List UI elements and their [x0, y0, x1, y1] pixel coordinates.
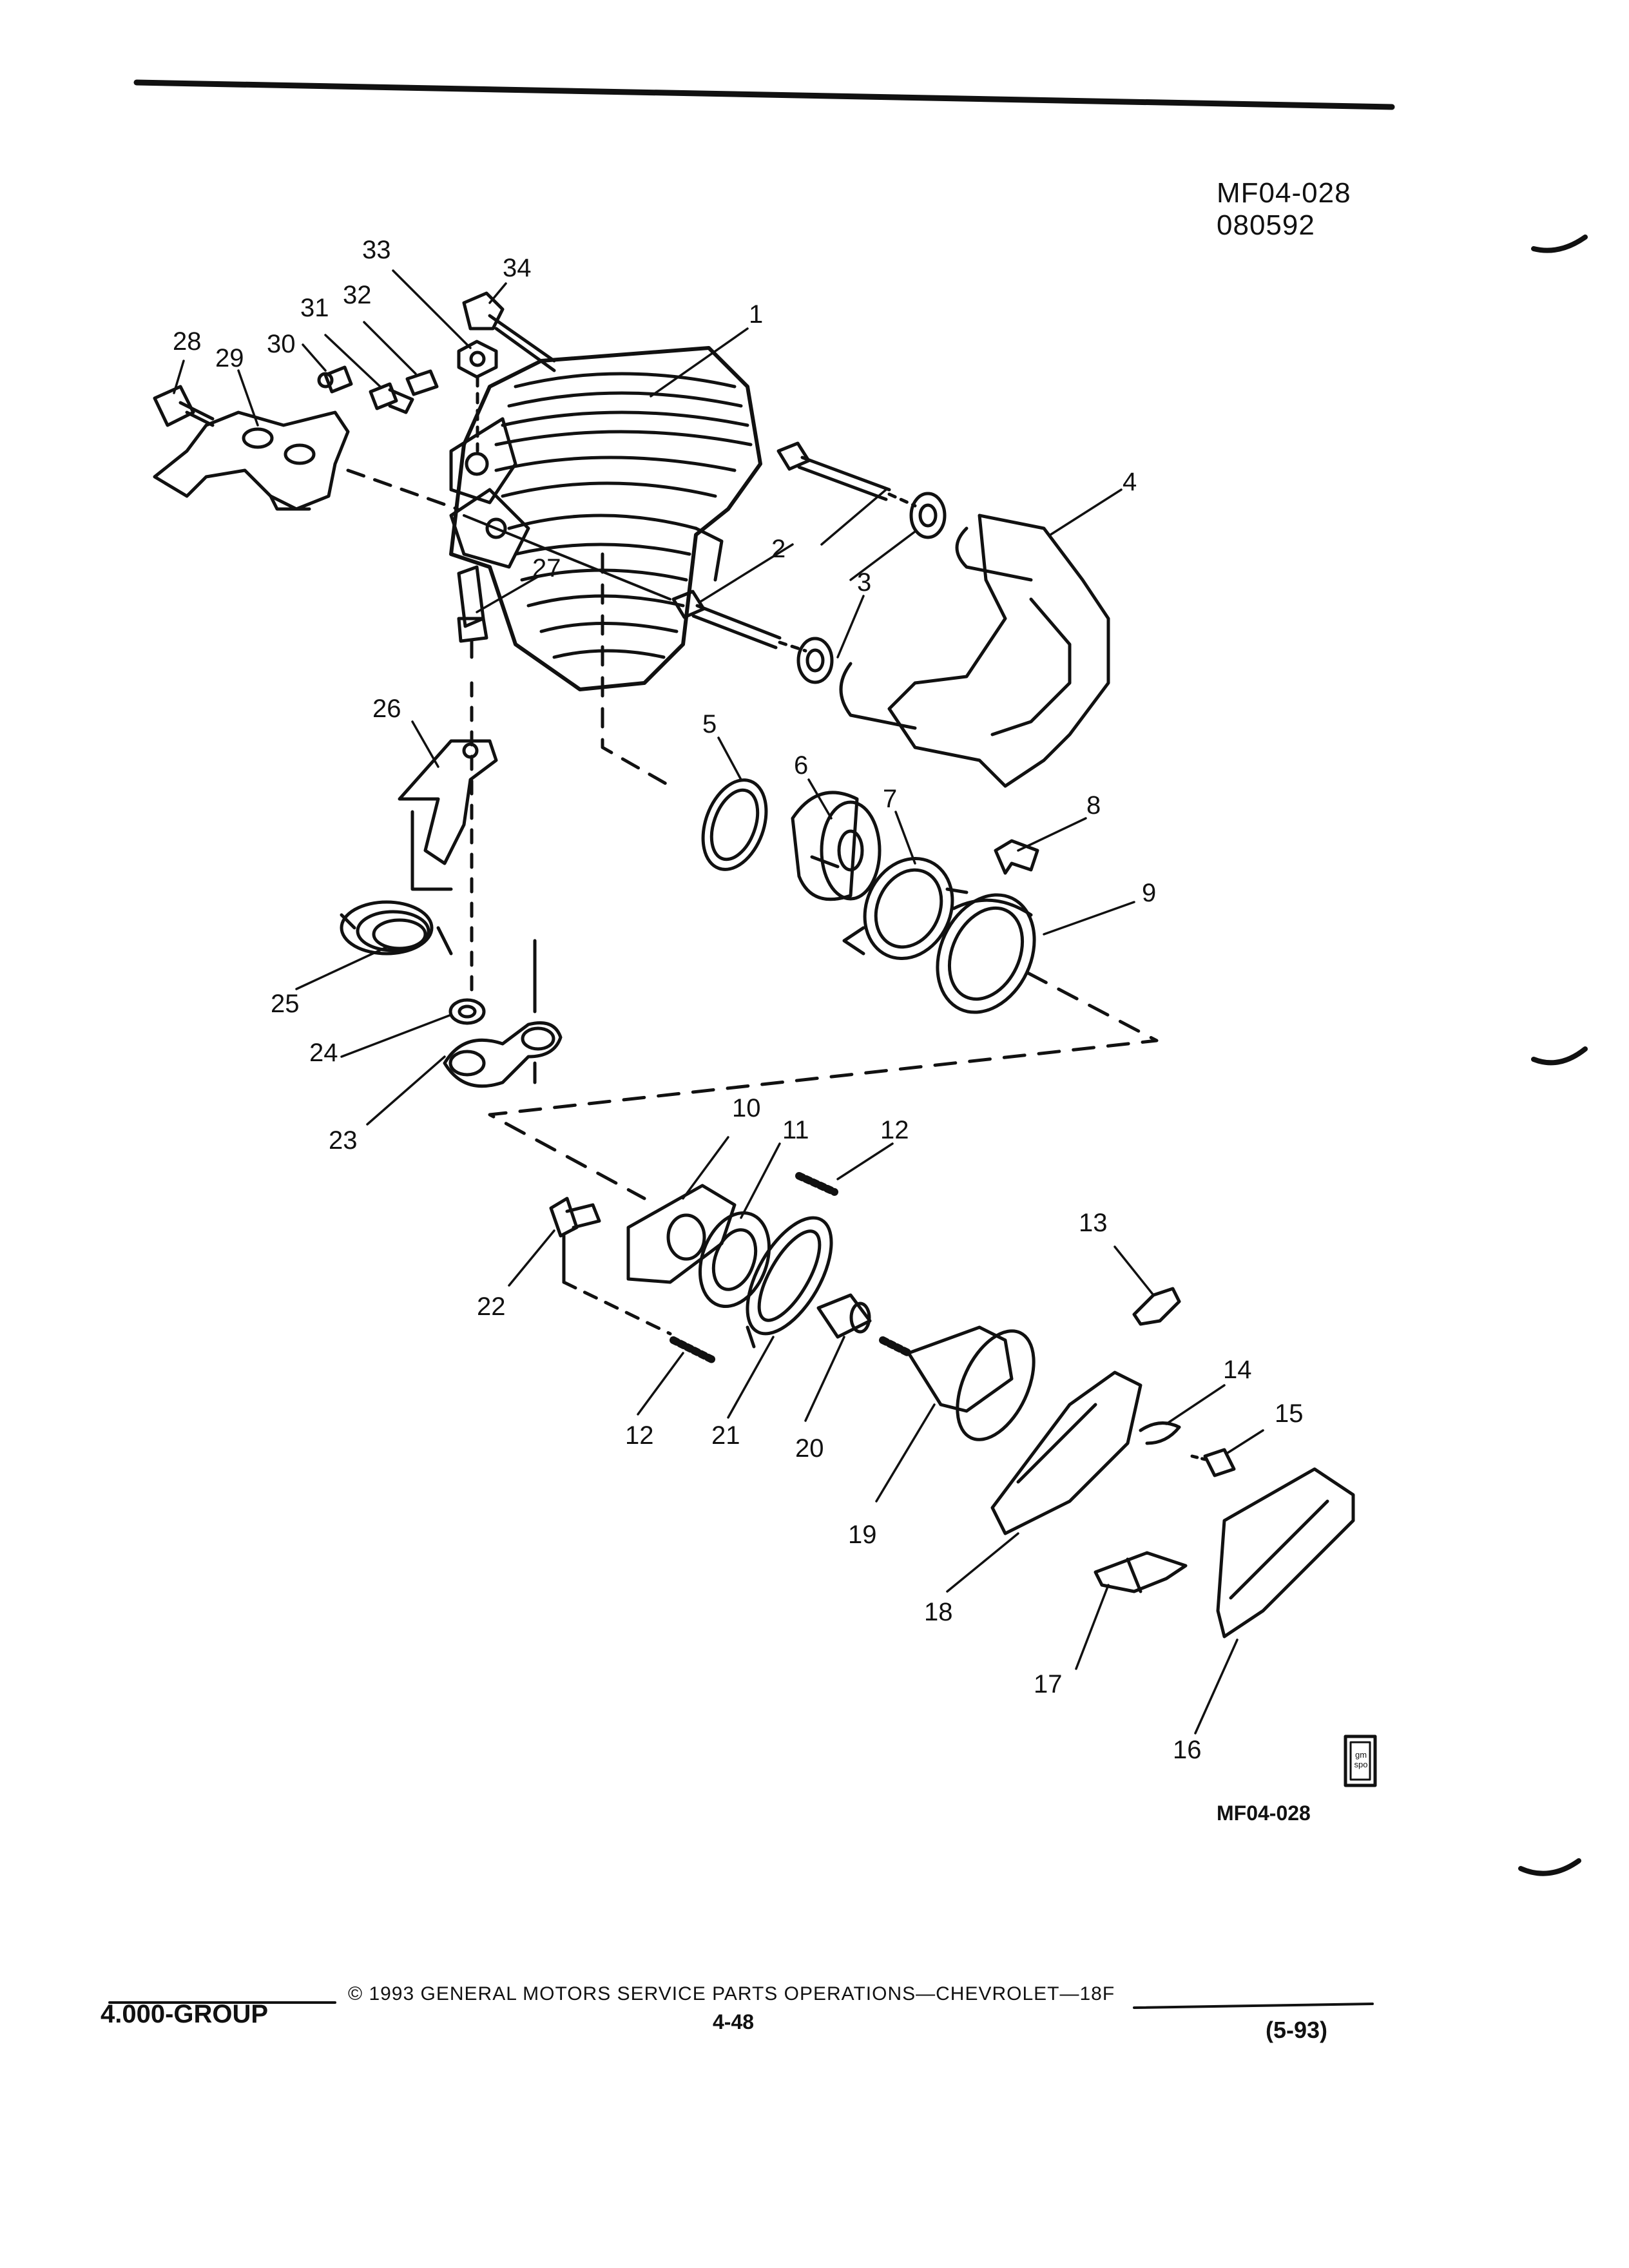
seal-23	[443, 939, 563, 1088]
footer-page-number: 4-48	[713, 2010, 755, 2033]
balance-spring-21	[746, 1216, 833, 1349]
spring-25	[340, 900, 453, 956]
explosion-guide	[488, 971, 1159, 1200]
fitting-31	[369, 382, 414, 414]
outboard-shoe-16	[1216, 1467, 1355, 1639]
callout-21: 21	[711, 1421, 740, 1450]
leader-dash	[463, 514, 671, 601]
callout-18: 18	[924, 1598, 953, 1626]
spring-12-lower	[670, 1336, 716, 1363]
pin-22	[549, 1196, 672, 1336]
callout-32: 32	[343, 281, 372, 309]
callout-15: 15	[1275, 1399, 1304, 1428]
bolt-34	[462, 291, 556, 372]
clip-8	[994, 839, 1039, 875]
callout-4: 4	[1123, 468, 1137, 496]
figure-id: MF04-028	[1217, 177, 1351, 209]
margin-mark	[1531, 235, 1588, 253]
callout-6: 6	[794, 751, 809, 780]
callout-30: 30	[267, 330, 296, 358]
callout-29: 29	[215, 344, 244, 372]
lever-26	[398, 739, 498, 891]
callout-19: 19	[848, 1521, 877, 1549]
callout-12-lower: 12	[625, 1421, 654, 1450]
guide-pin-lower	[671, 590, 807, 653]
callout-16: 16	[1173, 1736, 1202, 1764]
footer-revision: (5-93)	[1266, 2017, 1328, 2043]
bearing-11	[698, 1211, 771, 1309]
callout-24: 24	[309, 1039, 338, 1067]
figure-date-code: 080592	[1217, 209, 1315, 241]
callout-13: 13	[1079, 1209, 1108, 1237]
callout-10: 10	[732, 1094, 761, 1122]
piston-6	[791, 791, 882, 901]
seal-5	[701, 778, 768, 871]
callout-33: 33	[362, 236, 391, 264]
actuator-screw-19	[879, 1325, 1036, 1441]
clip-13	[1132, 1287, 1181, 1326]
retainer-14	[1139, 1421, 1181, 1445]
callout-3: 3	[857, 568, 872, 597]
callout-12-upper: 12	[880, 1116, 909, 1144]
callout-8: 8	[1086, 791, 1101, 820]
callout-25: 25	[271, 990, 300, 1018]
top-rule	[133, 79, 1395, 110]
gm-spo-logo	[1344, 1735, 1377, 1787]
screw-28	[153, 385, 215, 427]
callout-31: 31	[300, 294, 329, 322]
callout-7: 7	[883, 785, 898, 813]
callout-28: 28	[173, 327, 202, 356]
callout-23: 23	[329, 1126, 358, 1155]
shim-17	[1094, 1551, 1188, 1593]
callout-1: 1	[749, 300, 764, 329]
callout-22: 22	[477, 1293, 506, 1321]
leader-dash	[601, 552, 672, 788]
margin-mark	[1518, 1858, 1581, 1876]
fitting-30	[317, 365, 353, 394]
bleeder-27	[457, 565, 488, 994]
callout-5: 5	[702, 710, 717, 738]
inboard-shoe-18	[990, 1370, 1142, 1535]
callout-34: 34	[503, 254, 532, 282]
leader-dash	[346, 468, 459, 511]
footer-rule-right	[1133, 2003, 1374, 2009]
callout-9: 9	[1142, 879, 1157, 907]
bushing-upper	[909, 492, 947, 539]
callout-27: 27	[532, 554, 561, 582]
callout-2: 2	[771, 535, 786, 563]
washer-24	[448, 998, 486, 1025]
bolt-15	[1190, 1448, 1236, 1477]
gm-spo-logo-text: gm spo	[1354, 1750, 1368, 1769]
fitting-32	[405, 369, 439, 396]
callout-14: 14	[1223, 1356, 1252, 1384]
caliper-housing	[449, 346, 762, 691]
spring-12-upper	[795, 1172, 838, 1196]
footer-copyright: © 1993 GENERAL MOTORS SERVICE PARTS OPER…	[348, 1983, 1115, 2004]
callout-11: 11	[782, 1116, 809, 1144]
callout-26: 26	[372, 695, 401, 723]
sleeve-20	[816, 1293, 872, 1339]
thrust-washer-10	[626, 1184, 737, 1284]
guide-pin-upper	[776, 441, 917, 508]
figure-bottom-id: MF04-028	[1217, 1802, 1311, 1825]
callout-20: 20	[795, 1434, 824, 1463]
callout-17: 17	[1034, 1670, 1063, 1698]
callout-leaders	[173, 269, 1264, 1735]
boot-7	[842, 856, 969, 961]
shaft-seal-9	[936, 893, 1036, 1014]
nut-33	[457, 340, 498, 453]
bracket-29	[153, 410, 350, 511]
footer-group: 4.000-GROUP	[101, 2000, 269, 2028]
margin-mark	[1531, 1046, 1588, 1066]
bushing-lower	[796, 637, 834, 684]
caliper-support-4	[839, 514, 1110, 788]
